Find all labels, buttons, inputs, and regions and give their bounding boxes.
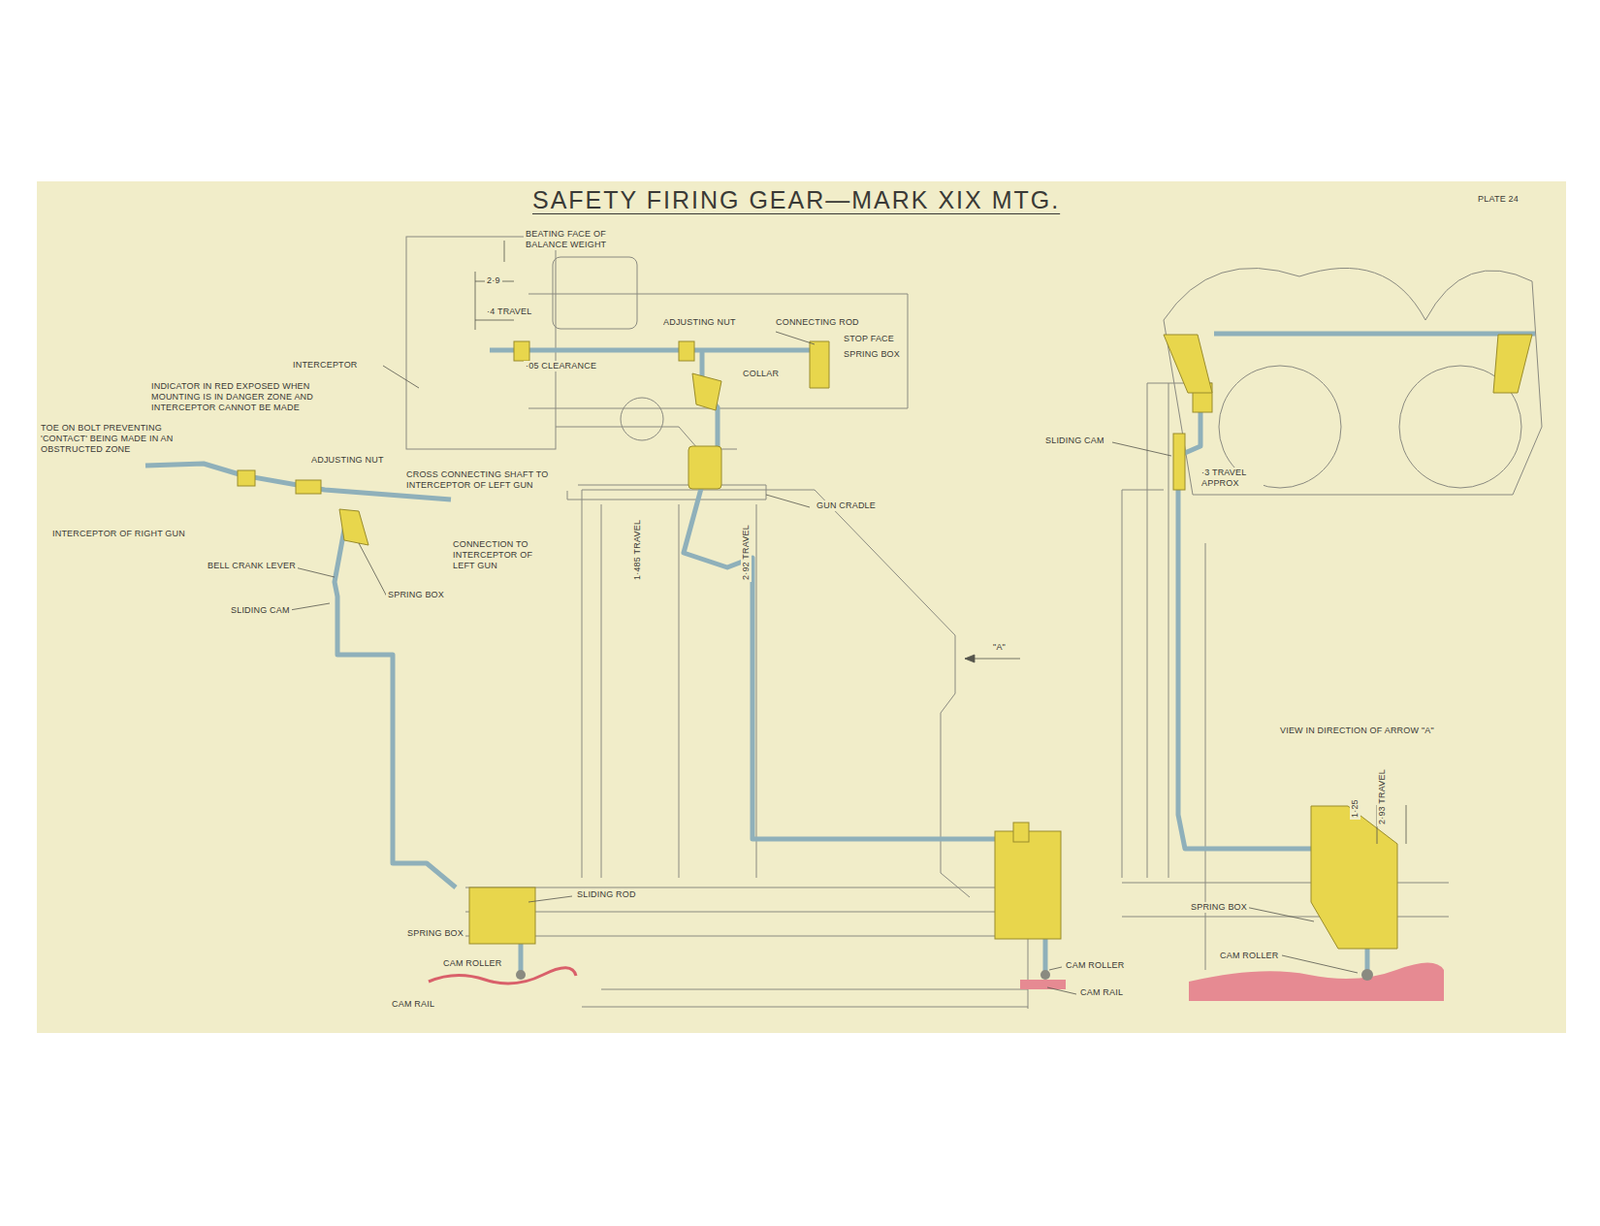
dimension: 2·9 (484, 275, 503, 287)
part-label: GUN CRADLE (814, 500, 878, 512)
part-label: CONNECTING ROD (773, 317, 862, 328)
part-label: COLLAR (740, 368, 781, 380)
part-label: SLIDING ROD (575, 889, 639, 900)
dimension: ·3 TRAVEL APPROX (1199, 467, 1264, 489)
part-label: BEATING FACE OF BALANCE WEIGHT (523, 228, 625, 251)
mounting-outline (406, 236, 1542, 1009)
view-caption: VIEW IN DIRECTION OF ARROW "A" (1278, 725, 1437, 736)
part-label: CAM ROLLER (1063, 960, 1127, 971)
leader-lines (284, 240, 1407, 994)
cam-rollers (515, 968, 1374, 981)
plate-number: PLATE 24 (1475, 193, 1521, 205)
part-label: CROSS CONNECTING SHAFT TO INTERCEPTOR OF… (404, 469, 578, 491)
note: TOE ON BOLT PREVENTING 'CONTACT' BEING M… (38, 422, 189, 455)
cam-rails (428, 962, 1444, 1002)
part-label: CAM RAIL (389, 998, 437, 1010)
dimension: 2·93 TRAVEL (1376, 767, 1388, 827)
part-label: INTERCEPTOR (290, 359, 360, 371)
part-label: STOP FACE (841, 333, 896, 345)
view-arrow-label: "A" (991, 641, 1008, 653)
plate-title: SAFETY FIRING GEAR—MARK XIX MTG. (528, 186, 1064, 215)
dimension: 1·25 (1349, 797, 1361, 820)
part-label: SLIDING CAM (228, 605, 292, 616)
part-label: BELL CRANK LEVER (205, 560, 298, 572)
paper (36, 181, 1567, 1033)
part-label: INTERCEPTOR OF RIGHT GUN (50, 528, 188, 540)
part-label: SPRING BOX (841, 349, 902, 360)
note: INDICATOR IN RED EXPOSED WHEN MOUNTING I… (149, 381, 333, 414)
dimension: 2·92 TRAVEL (740, 522, 752, 582)
part-label: SPRING BOX (385, 589, 447, 601)
part-label: CAM RAIL (1078, 987, 1125, 998)
linkage-rods (145, 333, 1536, 975)
part-label: CAM ROLLER (1217, 950, 1281, 961)
part-label: SPRING BOX (1188, 901, 1249, 913)
part-label: ADJUSTING NUT (661, 317, 738, 328)
part-label: CONNECTION TO INTERCEPTOR OF LEFT GUN (450, 539, 547, 572)
part-label: CAM ROLLER (441, 958, 505, 969)
dimension: ·4 TRAVEL (484, 306, 534, 318)
part-label: SLIDING CAM (1043, 435, 1107, 447)
dimension: ·05 CLEARANCE (523, 360, 599, 372)
yellow-parts (237, 334, 1533, 949)
part-label: ADJUSTING NUT (309, 454, 386, 466)
dimension: 1·485 TRAVEL (632, 517, 643, 582)
part-label: SPRING BOX (405, 928, 466, 939)
